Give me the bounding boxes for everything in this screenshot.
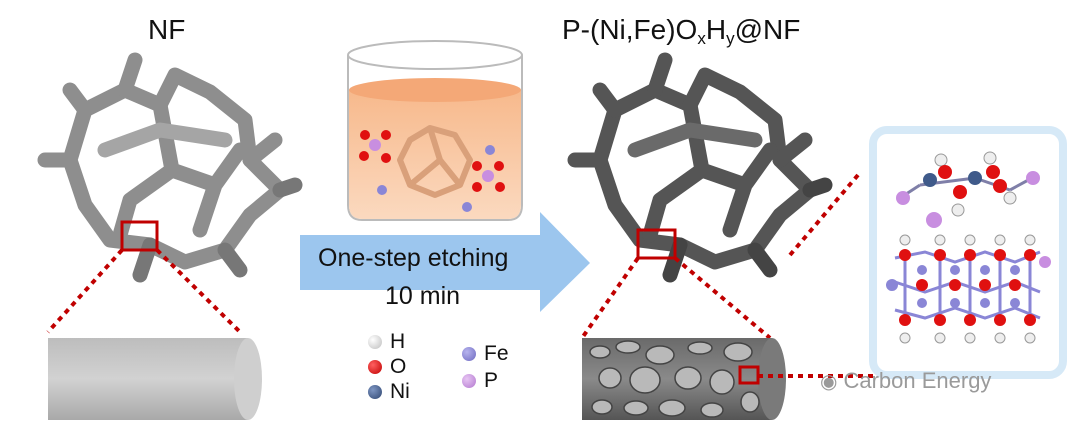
legend-item-o: O (368, 355, 410, 379)
zoom-line-right-b (673, 256, 772, 340)
product-title-mid: H (705, 14, 727, 45)
nf-title: NF (148, 14, 186, 45)
nickel-foam-left (37, 52, 303, 283)
crystal-structure (886, 151, 1051, 344)
arrow-label-process: One-step etching (318, 244, 509, 272)
product-title-sub-y: y (726, 29, 735, 48)
nickel-foam-right (567, 52, 833, 283)
legend-item-p: P (462, 369, 509, 393)
beaker (347, 40, 523, 221)
arrow-label-time: 10 min (385, 282, 461, 310)
legend-col-1: H O Ni (368, 330, 410, 404)
zoom-line-right-a (580, 256, 640, 340)
product-title: P-(Ni,Fe)OxHy@NF (562, 14, 800, 49)
legend-item-h: H (368, 330, 410, 354)
zoom-line-crystal (788, 173, 860, 257)
etched-cylinder (582, 338, 786, 420)
smooth-cylinder (48, 338, 262, 420)
legend-item-ni: Ni (368, 380, 410, 404)
process-arrow (300, 212, 590, 312)
legend-col-2: Fe P (462, 342, 509, 393)
product-title-sub-x: x (697, 29, 706, 48)
fe-ion (485, 145, 495, 155)
watermark: ◉ Carbon Energy (820, 368, 991, 394)
watermark-text: Carbon Energy (843, 368, 992, 393)
phosphate-group-left (359, 130, 391, 163)
fe-ion (377, 185, 387, 195)
legend-item-fe: Fe (462, 342, 509, 366)
product-title-tail: @NF (734, 14, 801, 45)
phosphate-group-right (472, 161, 505, 192)
highlight-box-right (636, 228, 677, 260)
highlight-box-left (120, 220, 159, 252)
fe-ion (462, 202, 472, 212)
zoom-line-left-a (46, 248, 124, 334)
product-title-main: P-(Ni,Fe)O (562, 14, 698, 45)
wechat-icon: ◉ (820, 370, 838, 393)
